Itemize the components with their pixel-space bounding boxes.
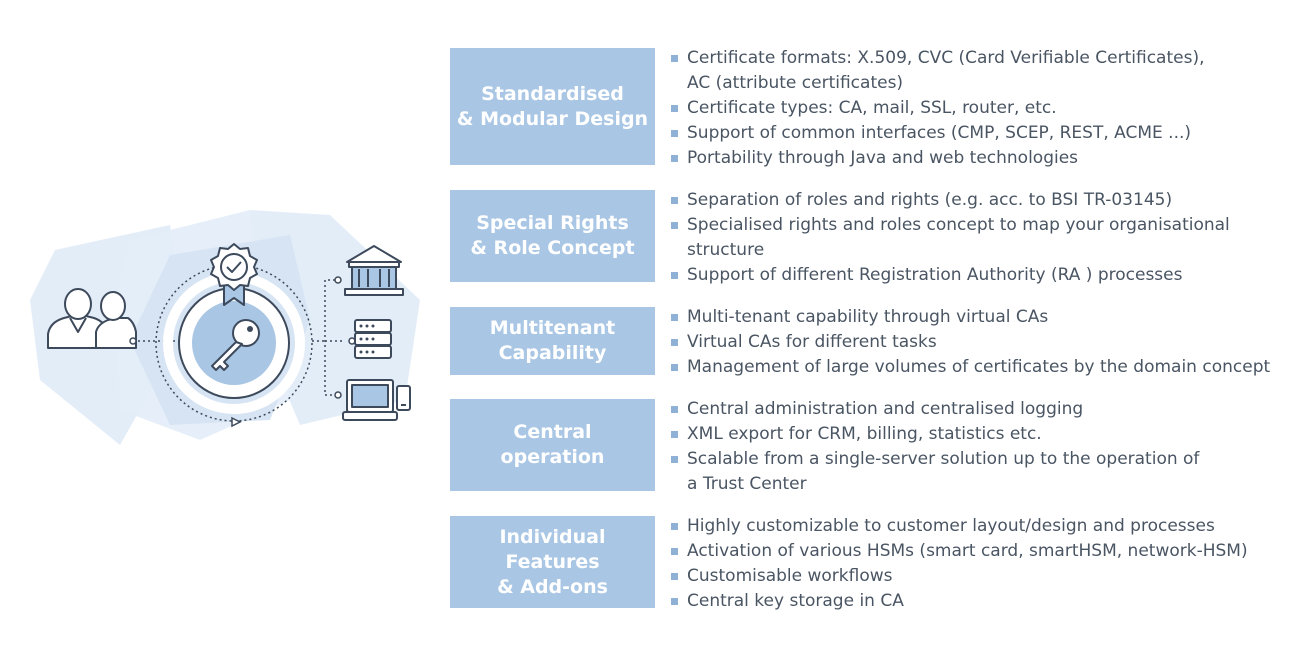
server-icon bbox=[354, 319, 392, 359]
feature-label-central-operation: Central operation bbox=[450, 399, 655, 491]
list-item: Certificate types: CA, mail, SSL, router… bbox=[670, 96, 1290, 121]
list-item: Support of different Registration Author… bbox=[670, 263, 1290, 288]
list-item: Highly customizable to customer layout/d… bbox=[670, 514, 1290, 539]
feature-list-central-operation: Central administration and centralised l… bbox=[670, 397, 1290, 497]
list-item: Virtual CAs for different tasks bbox=[670, 330, 1290, 355]
feature-list-multitenant: Multi-tenant capability through virtual … bbox=[670, 305, 1290, 380]
list-item: Management of large volumes of certifica… bbox=[670, 355, 1290, 380]
list-item: Portability through Java and web technol… bbox=[670, 146, 1290, 171]
feature-list-individual-features: Highly customizable to customer layout/d… bbox=[670, 514, 1290, 614]
list-item: Customisable workflows bbox=[670, 564, 1290, 589]
computer-devices-icon bbox=[342, 379, 411, 421]
list-item: Activation of various HSMs (smart card, … bbox=[670, 539, 1290, 564]
feature-label-individual-features: Individual Features & Add-ons bbox=[450, 516, 655, 608]
list-item: Multi-tenant capability through virtual … bbox=[670, 305, 1290, 330]
feature-list-special-rights: Separation of roles and rights (e.g. acc… bbox=[670, 188, 1290, 288]
feature-label-multitenant: Multitenant Capability bbox=[450, 307, 655, 375]
pki-illustration bbox=[30, 210, 420, 445]
list-item: Specialised rights and roles concept to … bbox=[670, 213, 1290, 263]
list-item: XML export for CRM, billing, statistics … bbox=[670, 422, 1290, 447]
device-connectors bbox=[312, 279, 345, 396]
list-item: Support of common interfaces (CMP, SCEP,… bbox=[670, 121, 1290, 146]
key-icon bbox=[211, 319, 260, 371]
users-icon bbox=[47, 288, 137, 349]
list-item: Separation of roles and rights (e.g. acc… bbox=[670, 188, 1290, 213]
feature-label-special-rights: Special Rights & Role Concept bbox=[450, 190, 655, 282]
list-item: Central key storage in CA bbox=[670, 589, 1290, 614]
feature-label-standardised: Standardised & Modular Design bbox=[450, 48, 655, 165]
list-item: Scalable from a single-server solution u… bbox=[670, 447, 1290, 497]
bank-building-icon bbox=[344, 245, 404, 296]
list-item: Central administration and centralised l… bbox=[670, 397, 1290, 422]
list-item: Certificate formats: X.509, CVC (Card Ve… bbox=[670, 46, 1290, 96]
feature-list-standardised: Certificate formats: X.509, CVC (Card Ve… bbox=[670, 46, 1290, 171]
certificate-badge-icon bbox=[210, 243, 258, 306]
